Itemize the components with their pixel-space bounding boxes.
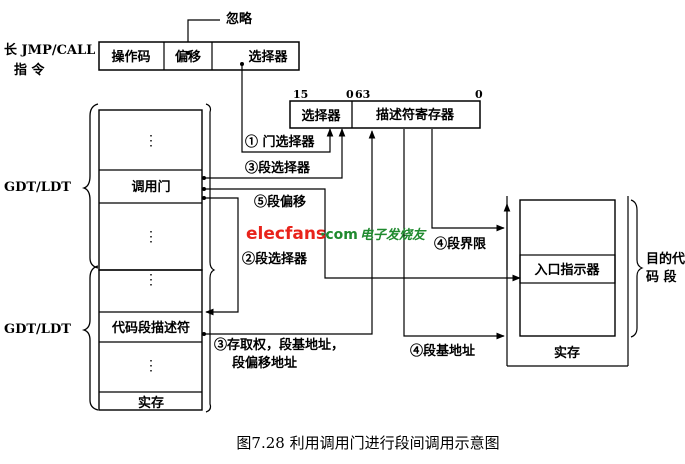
step-segment-limit: ④段界限 <box>434 236 487 252</box>
field-offset: 偏移 <box>175 49 201 65</box>
step-access-rights-line1: ③存取权，段基地址， <box>214 337 344 353</box>
gdt-ldt-lower-label: GDT/LDT <box>4 322 71 337</box>
instruction-group: 长 JMP/CALL 指 令 操作码 偏移 选择器 忽略 <box>4 11 300 78</box>
ignore-label: 忽略 <box>226 11 253 27</box>
ignore-pointer-line <box>187 19 220 42</box>
gate-dot-2 <box>202 187 206 191</box>
gdt-lower-dots-2: ⋮ <box>144 358 158 374</box>
line-segment-offset <box>204 188 521 282</box>
entry-pointer-box <box>519 254 616 284</box>
memory-left-label: 实存 <box>138 395 164 411</box>
memory-right-label: 实存 <box>554 345 580 361</box>
register-bit-0b: 0 <box>475 88 483 101</box>
register-descriptor-label: 描述符寄存器 <box>376 107 455 123</box>
step-labels: ① 门选择器 ③段选择器 ⑤段偏移 ②段选择器 ④段界限 ③存取权，段基地址， … <box>214 134 487 371</box>
line-descriptor-info <box>204 130 376 335</box>
target-segment-brace <box>630 199 644 338</box>
step-segment-selector-2: ②段选择器 <box>242 251 308 267</box>
step-gate-selector: ① 门选择器 <box>245 134 316 150</box>
step-segment-base: ④段基地址 <box>410 343 475 359</box>
register-box <box>289 100 481 129</box>
brace-left-upper <box>81 103 99 269</box>
memory-right-bracket <box>205 103 216 413</box>
line-segment-base <box>403 129 505 340</box>
target-memory: 入口指示器 目的代 码 段 实存 <box>503 196 685 367</box>
brace-left-lower <box>81 265 99 411</box>
register-bit-63: 63 <box>355 88 370 101</box>
gdt-upper-dots-2: ⋮ <box>144 229 158 245</box>
target-segment-label-line2: 码 段 <box>646 269 677 285</box>
instruction-label-line2: 指 令 <box>14 62 46 78</box>
field-selector: 选择器 <box>248 49 288 65</box>
step-segment-selector-1: ③段选择器 <box>245 160 311 176</box>
call-gate-label: 调用门 <box>131 179 170 195</box>
line-segment-limit <box>431 129 505 232</box>
line-segment-selector-1 <box>204 128 346 179</box>
gdt-upper-dots-1: ⋮ <box>144 133 158 149</box>
line-segment-selector-2 <box>204 197 239 316</box>
elecfans-watermark: elecfans ·com 电子发烧友 <box>246 224 427 244</box>
figure-caption: 图7.28 利用调用门进行段间调用示意图 <box>236 434 499 452</box>
connections <box>202 62 521 340</box>
gdt-lower-table <box>98 269 203 411</box>
gdt-ldt-upper-label: GDT/LDT <box>4 180 71 195</box>
step-segment-offset: ⑤段偏移 <box>254 194 306 210</box>
code-segment-descriptor-label: 代码段描述符 <box>111 320 190 336</box>
register-group: 15 0 63 0 选择器 描述符寄存器 <box>289 88 483 129</box>
watermark-chinese: 电子发烧友 <box>360 227 427 243</box>
entry-pointer-label: 入口指示器 <box>534 262 600 278</box>
register-selector-label: 选择器 <box>301 108 341 124</box>
register-bit-0a: 0 <box>346 88 354 101</box>
register-bit-15: 15 <box>293 88 308 101</box>
watermark-dotcom: ·com <box>320 227 358 243</box>
gate-dot-3 <box>202 196 206 200</box>
ignore-pointer-dot <box>186 51 190 55</box>
gdt-lower-dots-1: ⋮ <box>144 272 158 288</box>
descriptor-dot <box>202 332 206 336</box>
instruction-box <box>98 41 300 71</box>
line-gate-selector-dot <box>240 62 244 66</box>
step-access-rights-line2: 段偏移地址 <box>232 355 297 371</box>
gdt-memory-column: ⋮ 调用门 ⋮ GDT/LDT ⋮ 代码段描述符 ⋮ 实存 GDT/LDT <box>4 103 216 413</box>
gate-dot-1 <box>202 176 206 180</box>
instruction-label-line1: 长 JMP/CALL <box>4 42 95 58</box>
target-segment-label-line1: 目的代 <box>646 251 685 267</box>
watermark-brand: elecfans <box>246 224 326 244</box>
field-opcode: 操作码 <box>111 49 150 65</box>
line-gate-selector <box>241 64 334 153</box>
